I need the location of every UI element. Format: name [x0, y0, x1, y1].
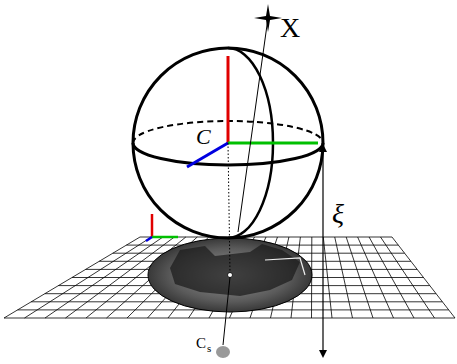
center-label: C: [196, 126, 211, 148]
camera-center-label: C: [196, 336, 206, 351]
point-label: X: [280, 14, 300, 42]
xi-label: ξ: [332, 200, 344, 228]
camera-center-subscript: s: [207, 343, 211, 354]
